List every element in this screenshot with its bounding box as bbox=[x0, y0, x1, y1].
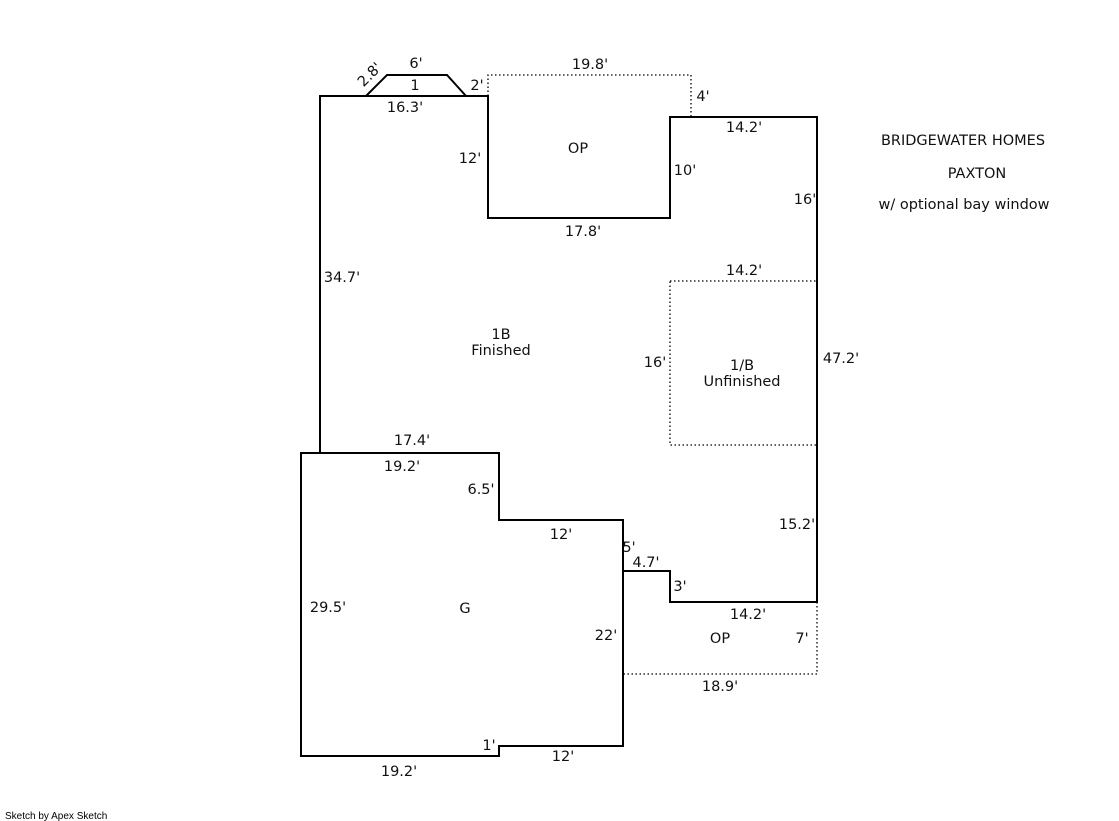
dim-step-vertical: 5' bbox=[622, 540, 635, 556]
dim-front-porch-bottom: 17.8' bbox=[565, 224, 601, 240]
unfinished-area-code: 1/B bbox=[730, 358, 754, 374]
dim-garage-bottom: 19.2' bbox=[381, 764, 417, 780]
front-porch-label: OP bbox=[568, 141, 588, 157]
dim-garage-right: 22' bbox=[595, 628, 617, 644]
dim-rear-porch-bottom: 18.9' bbox=[702, 679, 738, 695]
dim-step-down: 3' bbox=[673, 579, 686, 595]
model-option: w/ optional bay window bbox=[878, 197, 1049, 213]
main-area-code: 1B bbox=[491, 327, 510, 343]
rear-porch-label: OP bbox=[710, 631, 730, 647]
dim-garage-left: 29.5' bbox=[310, 600, 346, 616]
bay-window-label: 1 bbox=[410, 78, 419, 94]
garage-outline bbox=[300, 452, 624, 757]
dim-upper-right-top: 14.2' bbox=[726, 120, 762, 136]
dim-rear-porch-top: 14.2' bbox=[730, 607, 766, 623]
dim-garage-top-outer: 17.4' bbox=[394, 433, 430, 449]
dim-front-porch-top: 19.8' bbox=[572, 57, 608, 73]
dim-bay-right-side: 2' bbox=[470, 78, 483, 94]
front-porch-outline bbox=[487, 74, 692, 117]
dim-main-top: 16.3' bbox=[387, 100, 423, 116]
dim-garage-top-inner: 19.2' bbox=[384, 459, 420, 475]
dim-upper-right-side: 16' bbox=[794, 192, 816, 208]
dim-unfinished-top: 14.2' bbox=[726, 263, 762, 279]
dim-main-right: 47.2' bbox=[823, 351, 859, 367]
sketch-credit: Sketch by Apex Sketch bbox=[5, 811, 107, 821]
dim-main-left: 34.7' bbox=[324, 270, 360, 286]
builder-name: BRIDGEWATER HOMES bbox=[881, 133, 1045, 149]
model-name: PAXTON bbox=[948, 166, 1007, 182]
bay-window-outline bbox=[365, 74, 467, 97]
dim-bay-front: 6' bbox=[409, 56, 422, 72]
dim-step-horizontal: 4.7' bbox=[632, 555, 659, 571]
dim-front-porch-left: 12' bbox=[459, 151, 481, 167]
dim-lower-right-vertical: 15.2' bbox=[779, 517, 815, 533]
dim-garage-inner-horizontal: 12' bbox=[550, 527, 572, 543]
dim-unfinished-left: 16' bbox=[644, 355, 666, 371]
garage-label: G bbox=[459, 601, 470, 617]
rear-porch-outline bbox=[623, 602, 818, 675]
dim-garage-bottom-right: 12' bbox=[552, 749, 574, 765]
main-area-label: Finished bbox=[471, 343, 530, 359]
dim-garage-step-down: 6.5' bbox=[467, 482, 494, 498]
dim-rear-porch-right: 7' bbox=[795, 631, 808, 647]
dim-bay-left-side: 2.8' bbox=[355, 60, 385, 90]
dim-garage-jog: 1' bbox=[482, 738, 495, 754]
unfinished-area-label: Unfinished bbox=[703, 374, 780, 390]
dim-front-porch-right: 10' bbox=[674, 163, 696, 179]
dim-front-porch-step: 4' bbox=[696, 89, 709, 105]
